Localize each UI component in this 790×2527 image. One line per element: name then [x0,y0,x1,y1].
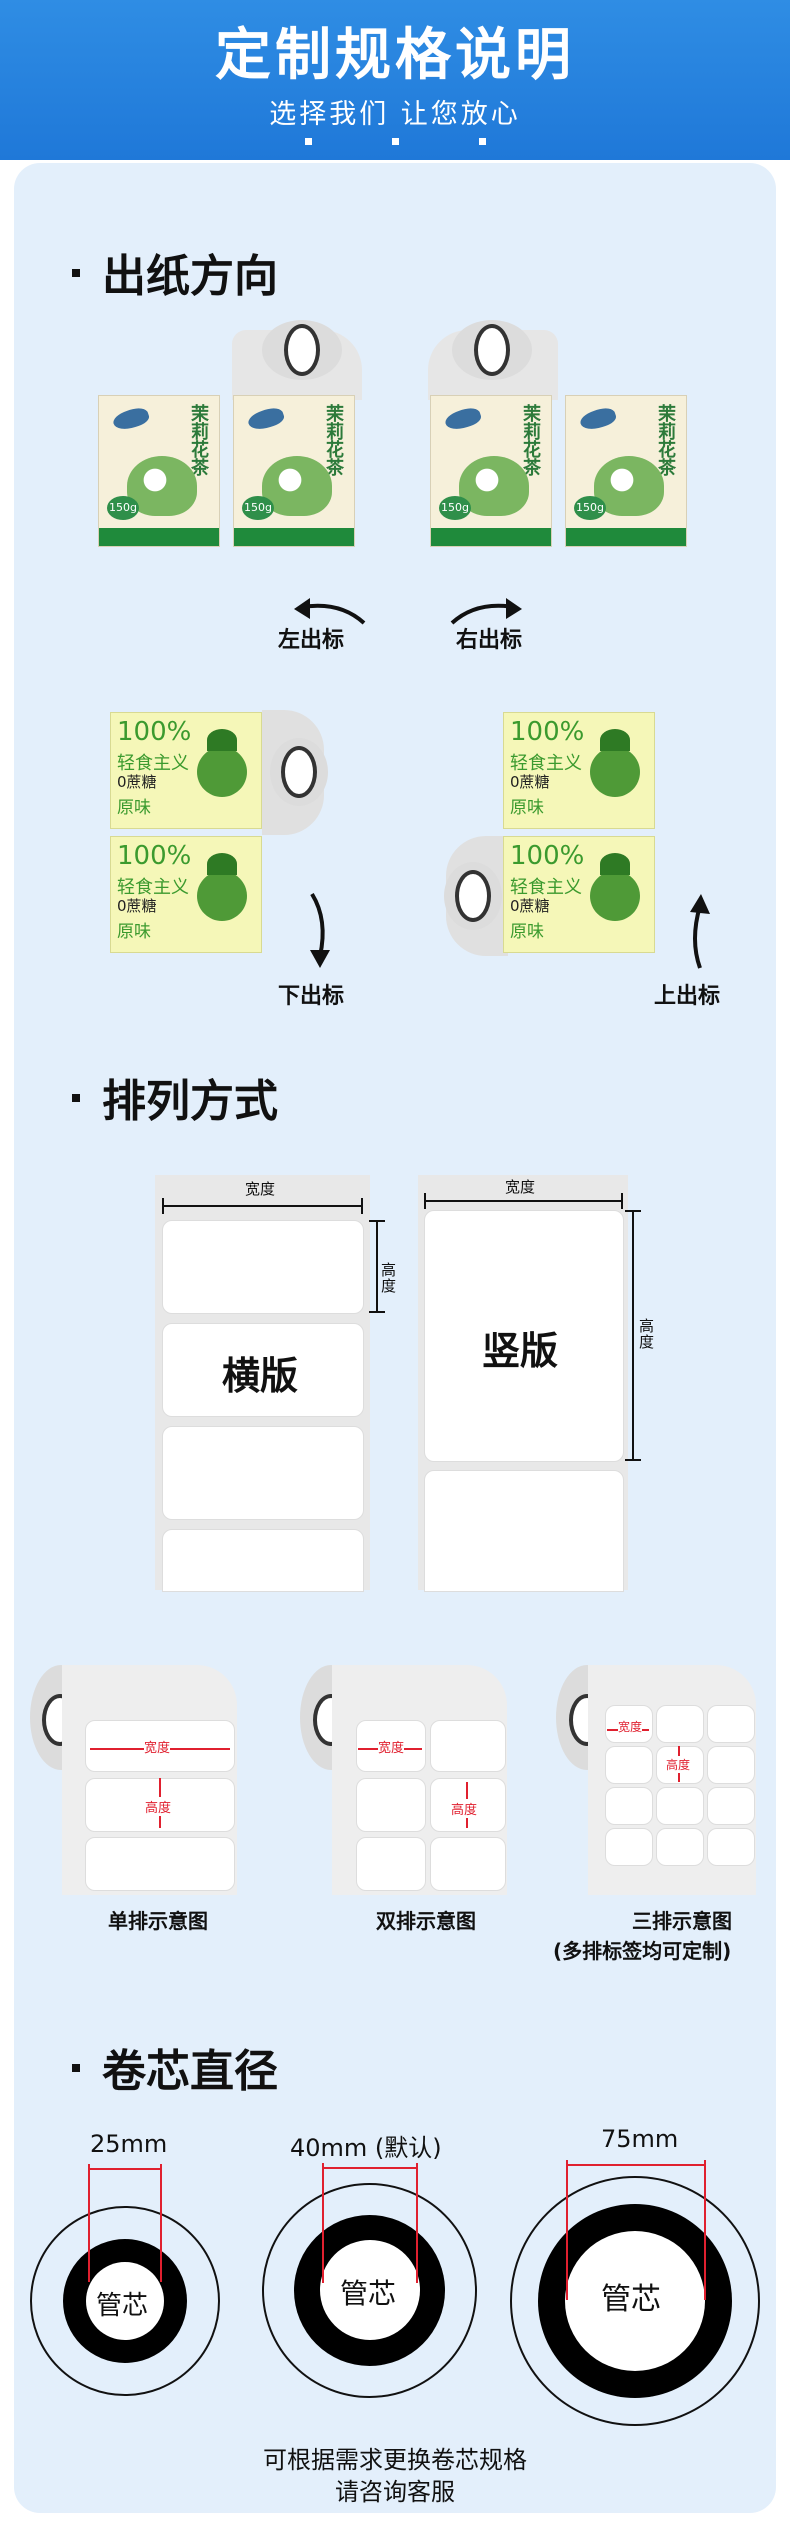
height-label: 高度 [639,1317,655,1351]
height-line [376,1220,378,1312]
label-right-out: 右出标 [456,628,523,653]
core-size-25: 25mm [90,2130,168,2158]
core-size-75: 75mm [601,2125,679,2153]
core-size-40: 40mm (默认) [290,2134,442,2162]
vertical-title: 竖版 [482,1329,559,1373]
vertical-label-cell [424,1470,624,1592]
vertical-label-cell [424,1210,624,1462]
single-row-caption: 单排示意图 [108,1909,208,1933]
triple-row-note: (多排标签均可定制) [553,1939,732,1963]
horizontal-label-cell [162,1220,364,1314]
horizontal-label-cell [162,1426,364,1520]
page-title: 定制规格说明 [215,23,575,88]
core-label: 管芯 [96,2291,149,2321]
section-title-arrangement: 排列方式 [72,1065,278,1129]
horizontal-title: 横版 [222,1354,299,1398]
width-line [162,1205,362,1207]
core-label: 管芯 [340,2277,397,2310]
arrow-right-icon [450,598,522,625]
label-up-out: 上出标 [654,984,721,1009]
page-subtitle: 选择我们 让您放心 [269,99,521,130]
arrow-down-icon [310,892,330,968]
double-row-caption: 双排示意图 [376,1909,476,1933]
horizontal-label-cell [162,1323,364,1417]
section-title-direction: 出纸方向 [72,240,278,304]
label-left-out: 左出标 [278,628,345,653]
header-dots [0,130,790,149]
arrow-left-icon [294,598,366,625]
content-panel [14,163,776,2513]
width-label: 宽度 [245,1180,276,1198]
horizontal-label-cell [162,1529,364,1592]
core-label: 管芯 [601,2282,661,2317]
label-down-out: 下出标 [278,984,345,1009]
footer-line-2: 请咨询客服 [335,2478,455,2506]
arrow-up-icon [690,894,710,969]
width-label: 宽度 [505,1178,536,1196]
roll-outer-circle [30,2206,220,2396]
core-inner-circle [86,2262,164,2340]
height-label: 高度 [381,1261,397,1295]
triple-row-caption: 三排示意图 [632,1909,732,1933]
footer-line-1: 可根据需求更换卷芯规格 [263,2446,527,2474]
section-title-core: 卷芯直径 [72,2035,278,2099]
page-header: 定制规格说明 选择我们 让您放心 [0,0,790,160]
